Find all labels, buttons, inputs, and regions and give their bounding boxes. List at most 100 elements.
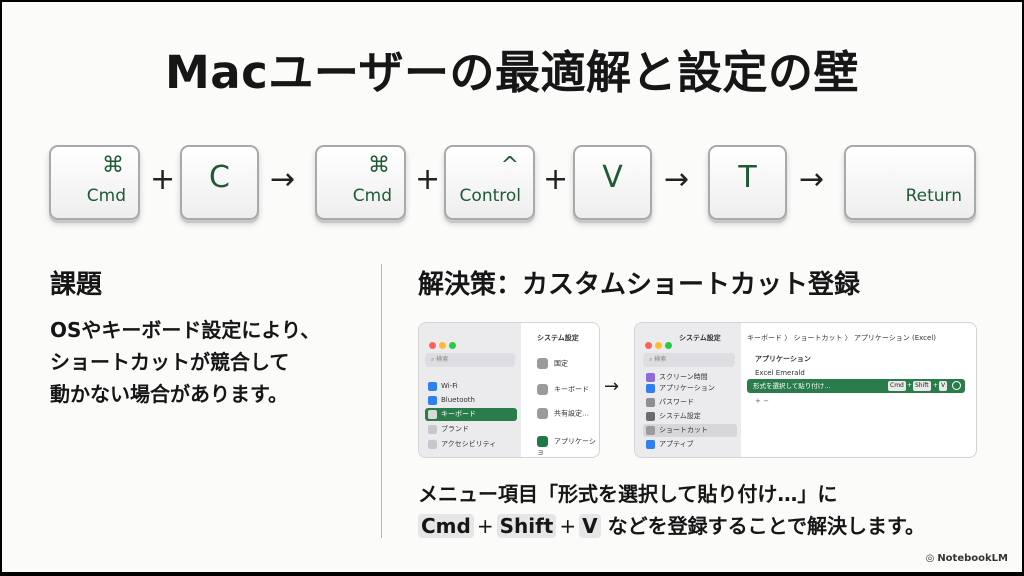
arrow-icon: → bbox=[664, 162, 690, 197]
search-placeholder: 検索 bbox=[654, 356, 667, 363]
plus-sign: + bbox=[476, 514, 494, 538]
keyboard-icon bbox=[646, 425, 655, 435]
window-title: システム設定 bbox=[537, 334, 579, 342]
search-field: ⌕ 検索 bbox=[425, 353, 515, 367]
plus-sign: + bbox=[415, 162, 441, 197]
sidebar-item-brand: ブランド bbox=[425, 423, 517, 436]
excel-icon bbox=[537, 436, 548, 447]
menu-item-label: 共有設定… bbox=[554, 409, 589, 418]
menu-item-label: 国定 bbox=[554, 359, 568, 368]
column-divider bbox=[381, 264, 382, 538]
wifi-icon bbox=[428, 381, 437, 391]
key-cmd: ⌘ Cmd bbox=[315, 145, 406, 220]
clear-icon bbox=[952, 381, 961, 390]
sharing-icon bbox=[537, 408, 548, 419]
add-remove-buttons: + − bbox=[755, 397, 769, 405]
key-label: Cmd bbox=[86, 186, 126, 206]
sidebar-item-label: キーボード bbox=[441, 410, 476, 418]
brand-icon bbox=[428, 424, 437, 434]
close-icon bbox=[645, 342, 652, 349]
keyboard-icon bbox=[537, 384, 548, 395]
sidebar-item-label: アプリケーション bbox=[659, 384, 715, 392]
window-title: システム設定 bbox=[679, 334, 721, 342]
problem-heading: 課題 bbox=[50, 270, 103, 300]
key-label: Return bbox=[905, 186, 962, 206]
key-chip-shift: Shift bbox=[496, 514, 557, 538]
sidebar-item-label: アプティブ bbox=[659, 440, 694, 448]
search-placeholder: 検索 bbox=[436, 356, 449, 363]
command-icon: ⌘ bbox=[368, 153, 390, 178]
notebooklm-logo: ◎NotebookLM bbox=[926, 553, 1008, 564]
arrow-icon: → bbox=[604, 376, 620, 397]
key-label: C bbox=[209, 160, 230, 195]
accessibility-icon bbox=[428, 439, 437, 449]
key-c: C bbox=[180, 145, 259, 220]
sidebar-item-label: ブランド bbox=[441, 425, 469, 433]
sidebar-item-bluetooth: Bluetooth bbox=[425, 394, 517, 407]
shortcut-plus: + bbox=[907, 382, 913, 389]
window-controls bbox=[645, 334, 675, 353]
key-return: Return bbox=[844, 145, 976, 220]
keyboard-icon bbox=[428, 409, 437, 419]
problem-description: OSやキーボード設定により、 ショートカットが競合して 動かない場合があります。 bbox=[50, 314, 380, 410]
key-chip-v: V bbox=[579, 514, 601, 538]
arrow-icon: → bbox=[270, 162, 296, 197]
search-icon: ⌕ bbox=[431, 356, 437, 363]
sidebar-item-label: パスワード bbox=[659, 398, 694, 406]
minimize-icon bbox=[655, 342, 662, 349]
sidebar-item-label: ショートカット bbox=[659, 426, 708, 434]
breadcrumb: キーボード 〉 ショートカット 〉 アプリケーション (Excel) bbox=[747, 334, 936, 342]
app-icon bbox=[646, 383, 655, 393]
solution-note-text: などを登録することで解決します。 bbox=[607, 514, 925, 538]
sidebar-item-keyboard: キーボード bbox=[425, 408, 517, 421]
search-icon: ⌕ bbox=[649, 356, 655, 363]
search-field: ⌕ 検索 bbox=[643, 353, 735, 367]
sidebar-item-label: システム設定 bbox=[659, 412, 701, 420]
key-label: Cmd bbox=[352, 186, 392, 206]
menu-item-sharing: 共有設定… bbox=[537, 408, 589, 419]
shortcut-key: Shift bbox=[913, 381, 931, 391]
key-label: Control bbox=[459, 186, 521, 206]
menu-item-label: アプリケーショ bbox=[537, 437, 596, 457]
sidebar-item-wifi: Wi-Fi bbox=[425, 380, 517, 393]
sidebar-item: パスワード bbox=[643, 396, 737, 409]
menu-item-general: 国定 bbox=[537, 358, 568, 369]
adaptive-icon bbox=[646, 439, 655, 449]
key-label: V bbox=[602, 160, 623, 195]
sidebar-item: アプティブ bbox=[643, 438, 737, 451]
close-icon bbox=[429, 342, 436, 349]
window-controls bbox=[429, 334, 459, 353]
menu-item-applications: アプリケーショ bbox=[537, 436, 599, 457]
sidebar-item-label: Wi-Fi bbox=[441, 382, 458, 390]
menu-item-keyboard: キーボード bbox=[537, 384, 589, 395]
settings-screenshot-1: ⌕ 検索 Wi-Fi Bluetooth キーボード ブランド アクセシビリティ… bbox=[418, 322, 600, 458]
sidebar-item: スクリーン時間 bbox=[643, 371, 737, 384]
gear-icon bbox=[537, 358, 548, 369]
problem-line: ショートカットが競合して bbox=[50, 350, 290, 374]
key-v: V bbox=[573, 145, 652, 220]
zoom-icon bbox=[665, 342, 672, 349]
key-t: T bbox=[708, 145, 787, 220]
key-label: T bbox=[738, 160, 757, 195]
key-icon bbox=[646, 397, 655, 407]
solution-heading: 解決策：カスタムショートカット登録 bbox=[418, 270, 861, 300]
key-cmd: ⌘ Cmd bbox=[49, 145, 140, 220]
shortcut-key: Cmd bbox=[888, 381, 906, 391]
section-heading: アプリケーション bbox=[755, 355, 811, 363]
hourglass-icon bbox=[646, 372, 655, 382]
app-name: Excel Emerald bbox=[755, 369, 805, 377]
shortcut-key: V bbox=[939, 381, 948, 391]
sidebar-item: アプリケーション bbox=[643, 382, 737, 395]
shortcut-row: 形式を選択して貼り付け… Cmd + Shift + V bbox=[747, 379, 965, 393]
sidebar-item-label: アクセシビリティ bbox=[441, 440, 497, 448]
notebooklm-icon: ◎ bbox=[925, 553, 935, 564]
sidebar-item-label: スクリーン時間 bbox=[659, 373, 708, 381]
plus-sign: + bbox=[150, 162, 176, 197]
problem-line: OSやキーボード設定により、 bbox=[50, 318, 321, 342]
sidebar-item-shortcuts: ショートカット bbox=[643, 424, 737, 437]
sidebar-item: システム設定 bbox=[643, 410, 737, 423]
sidebar-item-accessibility: アクセシビリティ bbox=[425, 438, 517, 451]
command-icon: ⌘ bbox=[102, 153, 124, 178]
plus-sign: + bbox=[559, 514, 577, 538]
